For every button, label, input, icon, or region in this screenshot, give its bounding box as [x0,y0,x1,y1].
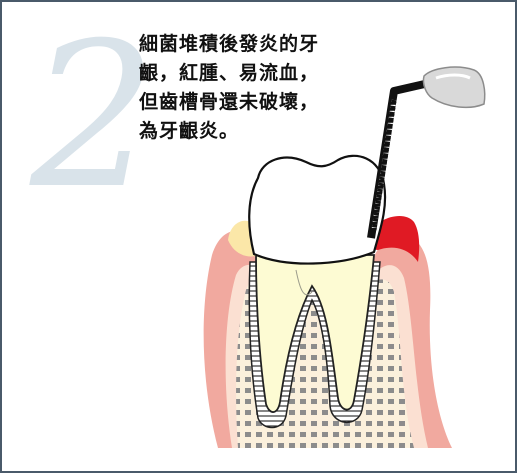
caption-text-block: 細菌堆積後發炎的牙 齦，紅腫、易流血， 但齒槽骨還未破壞， 為牙齦炎。 [139,30,379,146]
caption-line-1: 細菌堆積後發炎的牙 [139,30,379,59]
step-number: 2 [29,0,157,233]
caption-line-3: 但齒槽骨還未破壞， [139,88,379,117]
caption-line-4: 為牙齦炎。 [139,117,379,146]
caption-line-2: 齦，紅腫、易流血， [139,59,379,88]
tooth-crown [249,156,385,264]
